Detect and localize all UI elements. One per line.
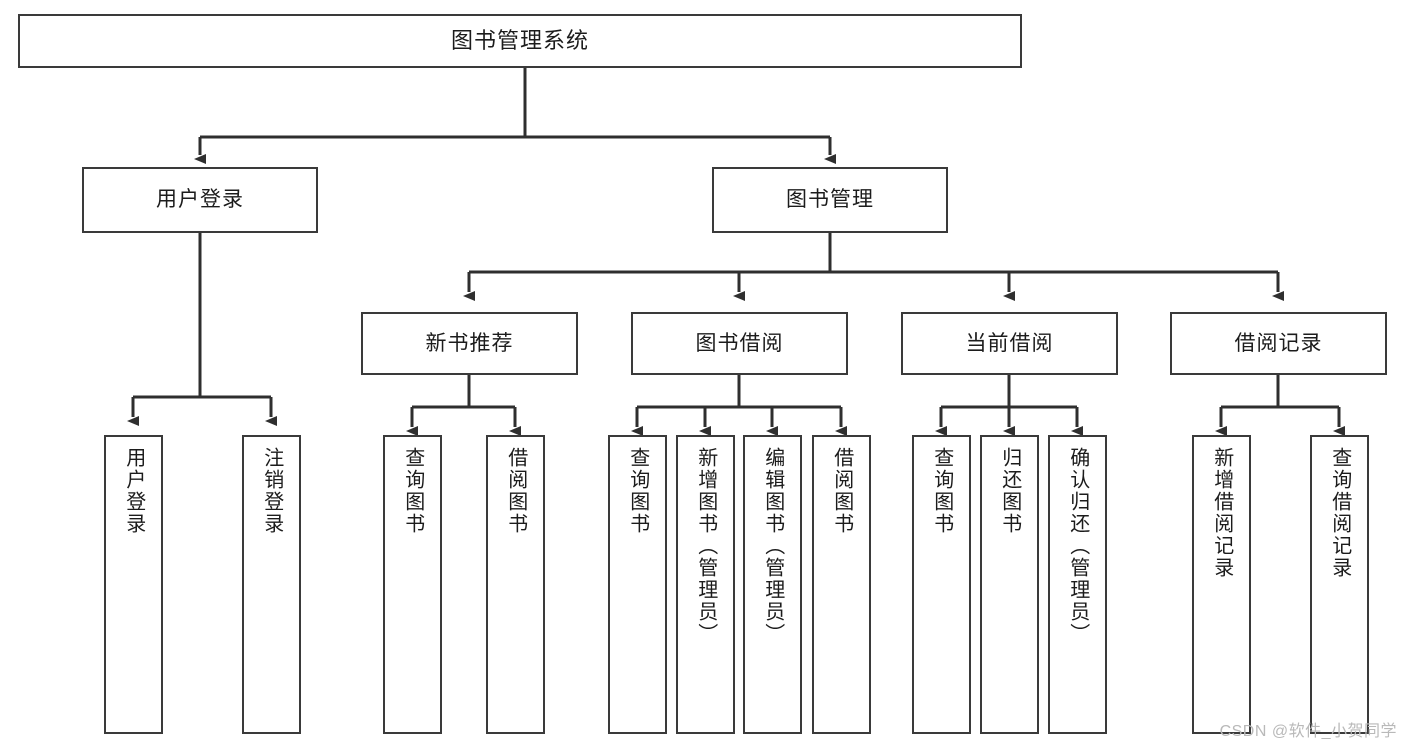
node-book-borrow[interactable]: 图书借阅 — [631, 312, 848, 375]
node-label: 图书管理 — [786, 188, 874, 212]
node-label: 注销登录 — [260, 447, 283, 535]
node-book-management[interactable]: 图书管理 — [712, 167, 948, 233]
leaf-new-book-query-book[interactable]: 查询图书 — [383, 435, 442, 734]
node-user-login[interactable]: 用户登录 — [82, 167, 318, 233]
leaf-current-borrow-query-book[interactable]: 查询图书 — [912, 435, 971, 734]
node-label: 编辑图书（管理员） — [761, 447, 784, 645]
node-label: 新书推荐 — [425, 331, 514, 355]
node-label: 新增借阅记录 — [1210, 447, 1233, 579]
leaf-book-borrow-add-book-admin[interactable]: 新增图书（管理员） — [676, 435, 735, 734]
node-label: 新增图书（管理员） — [694, 447, 717, 645]
node-root-book-management-system[interactable]: 图书管理系统 — [18, 14, 1022, 68]
node-label: 查询图书 — [626, 447, 649, 535]
node-label: 查询图书 — [930, 447, 953, 535]
leaf-current-borrow-confirm-return-admin[interactable]: 确认归还（管理员） — [1048, 435, 1107, 734]
leaf-book-borrow-edit-book-admin[interactable]: 编辑图书（管理员） — [743, 435, 802, 734]
node-label: 图书管理系统 — [450, 27, 589, 53]
node-label: 借阅记录 — [1234, 331, 1323, 355]
node-label: 当前借阅 — [965, 331, 1054, 355]
node-current-borrow[interactable]: 当前借阅 — [901, 312, 1118, 375]
node-new-book-recommend[interactable]: 新书推荐 — [361, 312, 578, 375]
leaf-borrow-record-add-record[interactable]: 新增借阅记录 — [1192, 435, 1251, 734]
node-label: 查询借阅记录 — [1328, 447, 1351, 579]
leaf-user-login-logout[interactable]: 注销登录 — [242, 435, 301, 734]
leaf-book-borrow-borrow-book[interactable]: 借阅图书 — [812, 435, 871, 734]
node-label: 用户登录 — [122, 447, 145, 535]
leaf-current-borrow-return-book[interactable]: 归还图书 — [980, 435, 1039, 734]
node-label: 确认归还（管理员） — [1066, 447, 1089, 645]
node-label: 借阅图书 — [504, 447, 527, 535]
node-label: 归还图书 — [998, 447, 1021, 535]
leaf-user-login-login[interactable]: 用户登录 — [104, 435, 163, 734]
node-label: 借阅图书 — [830, 447, 853, 535]
node-label: 查询图书 — [401, 447, 424, 535]
watermark: CSDN @软件_小贺同学 — [1219, 723, 1397, 740]
node-label: 用户登录 — [156, 188, 244, 212]
node-label: 图书借阅 — [695, 331, 784, 355]
node-borrow-record[interactable]: 借阅记录 — [1170, 312, 1387, 375]
leaf-new-book-borrow-book[interactable]: 借阅图书 — [486, 435, 545, 734]
leaf-borrow-record-query-record[interactable]: 查询借阅记录 — [1310, 435, 1369, 734]
leaf-book-borrow-query-book[interactable]: 查询图书 — [608, 435, 667, 734]
